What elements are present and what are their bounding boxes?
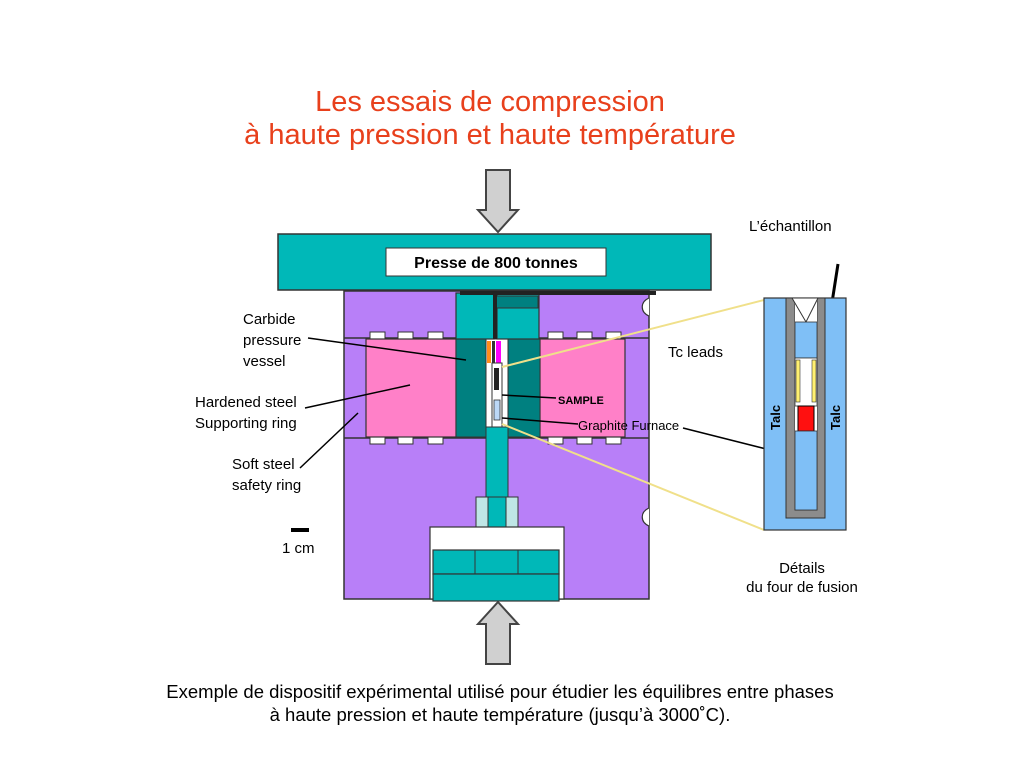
hardened-label-1: Hardened steel	[195, 394, 297, 411]
tc-lead-pink	[496, 341, 501, 363]
scale-bar	[291, 528, 309, 532]
carbide-leader	[307, 337, 467, 361]
tc-lead-dark	[492, 341, 495, 363]
details-label-1: Détails	[779, 560, 825, 577]
hardened-leader	[304, 384, 411, 409]
slide-title: Les essais de compression à haute pressi…	[0, 86, 980, 152]
lower-ram-base	[432, 573, 560, 602]
talc-left-label: Talc	[768, 405, 783, 430]
title-line-2: à haute pression et haute température	[244, 119, 736, 151]
talc-right-label: Talc	[828, 405, 843, 430]
slide-caption: Exemple de dispositif expérimental utili…	[0, 680, 1000, 726]
bottom-force-arrow	[475, 600, 521, 665]
hardened-ring-left	[365, 338, 457, 438]
carbide-vessel-right	[507, 338, 541, 438]
scale-label: 1 cm	[282, 540, 315, 557]
hardened-label-2: Supporting ring	[195, 415, 297, 432]
sample-leader	[501, 394, 557, 399]
zoom-line-bottom	[501, 423, 765, 531]
carbide-vessel-left	[455, 338, 487, 438]
press-label-box	[385, 247, 607, 277]
furnace-detail: Talc Talc	[763, 297, 847, 531]
upper-piston-gap	[493, 293, 497, 339]
upper-piston-cap	[493, 295, 539, 309]
press-label: Presse de 800 tonnes	[414, 255, 578, 272]
carbide-label-2: pressure	[243, 332, 301, 349]
right-notch-bottom	[641, 507, 650, 527]
sample-label: SAMPLE	[558, 395, 604, 407]
title-line-1: Les essais de compression	[315, 86, 665, 118]
zoom-line-top	[501, 299, 765, 368]
carbide-label-3: vessel	[243, 353, 286, 370]
upper-tabs	[369, 331, 622, 340]
upper-piston-left	[455, 292, 495, 340]
top-force-arrow	[475, 169, 521, 234]
soft-steel-leader	[299, 412, 359, 469]
lower-piston-rod	[485, 426, 509, 498]
lower-ram-head	[432, 549, 560, 575]
tc-leads-label: Tc leads	[668, 344, 723, 361]
tc-lead-orange	[487, 341, 491, 363]
sample-cell	[493, 399, 501, 421]
soft-label-2: safety ring	[232, 477, 301, 494]
right-notch-top	[641, 297, 650, 317]
top-clamp-bar	[460, 291, 656, 295]
soft-label-1: Soft steel	[232, 456, 295, 473]
caption-line-2: à haute pression et haute température (j…	[269, 704, 731, 725]
caption-line-1: Exemple de dispositif expérimental utili…	[166, 681, 834, 702]
graphite-furnace-label: Graphite Furnace	[578, 418, 679, 433]
furnace-leader	[501, 417, 579, 425]
details-label-2: du four de fusion	[746, 579, 858, 596]
carbide-label-1: Carbide	[243, 311, 296, 328]
echantillon-label: L’échantillon	[749, 218, 832, 235]
sample-core	[494, 368, 499, 390]
